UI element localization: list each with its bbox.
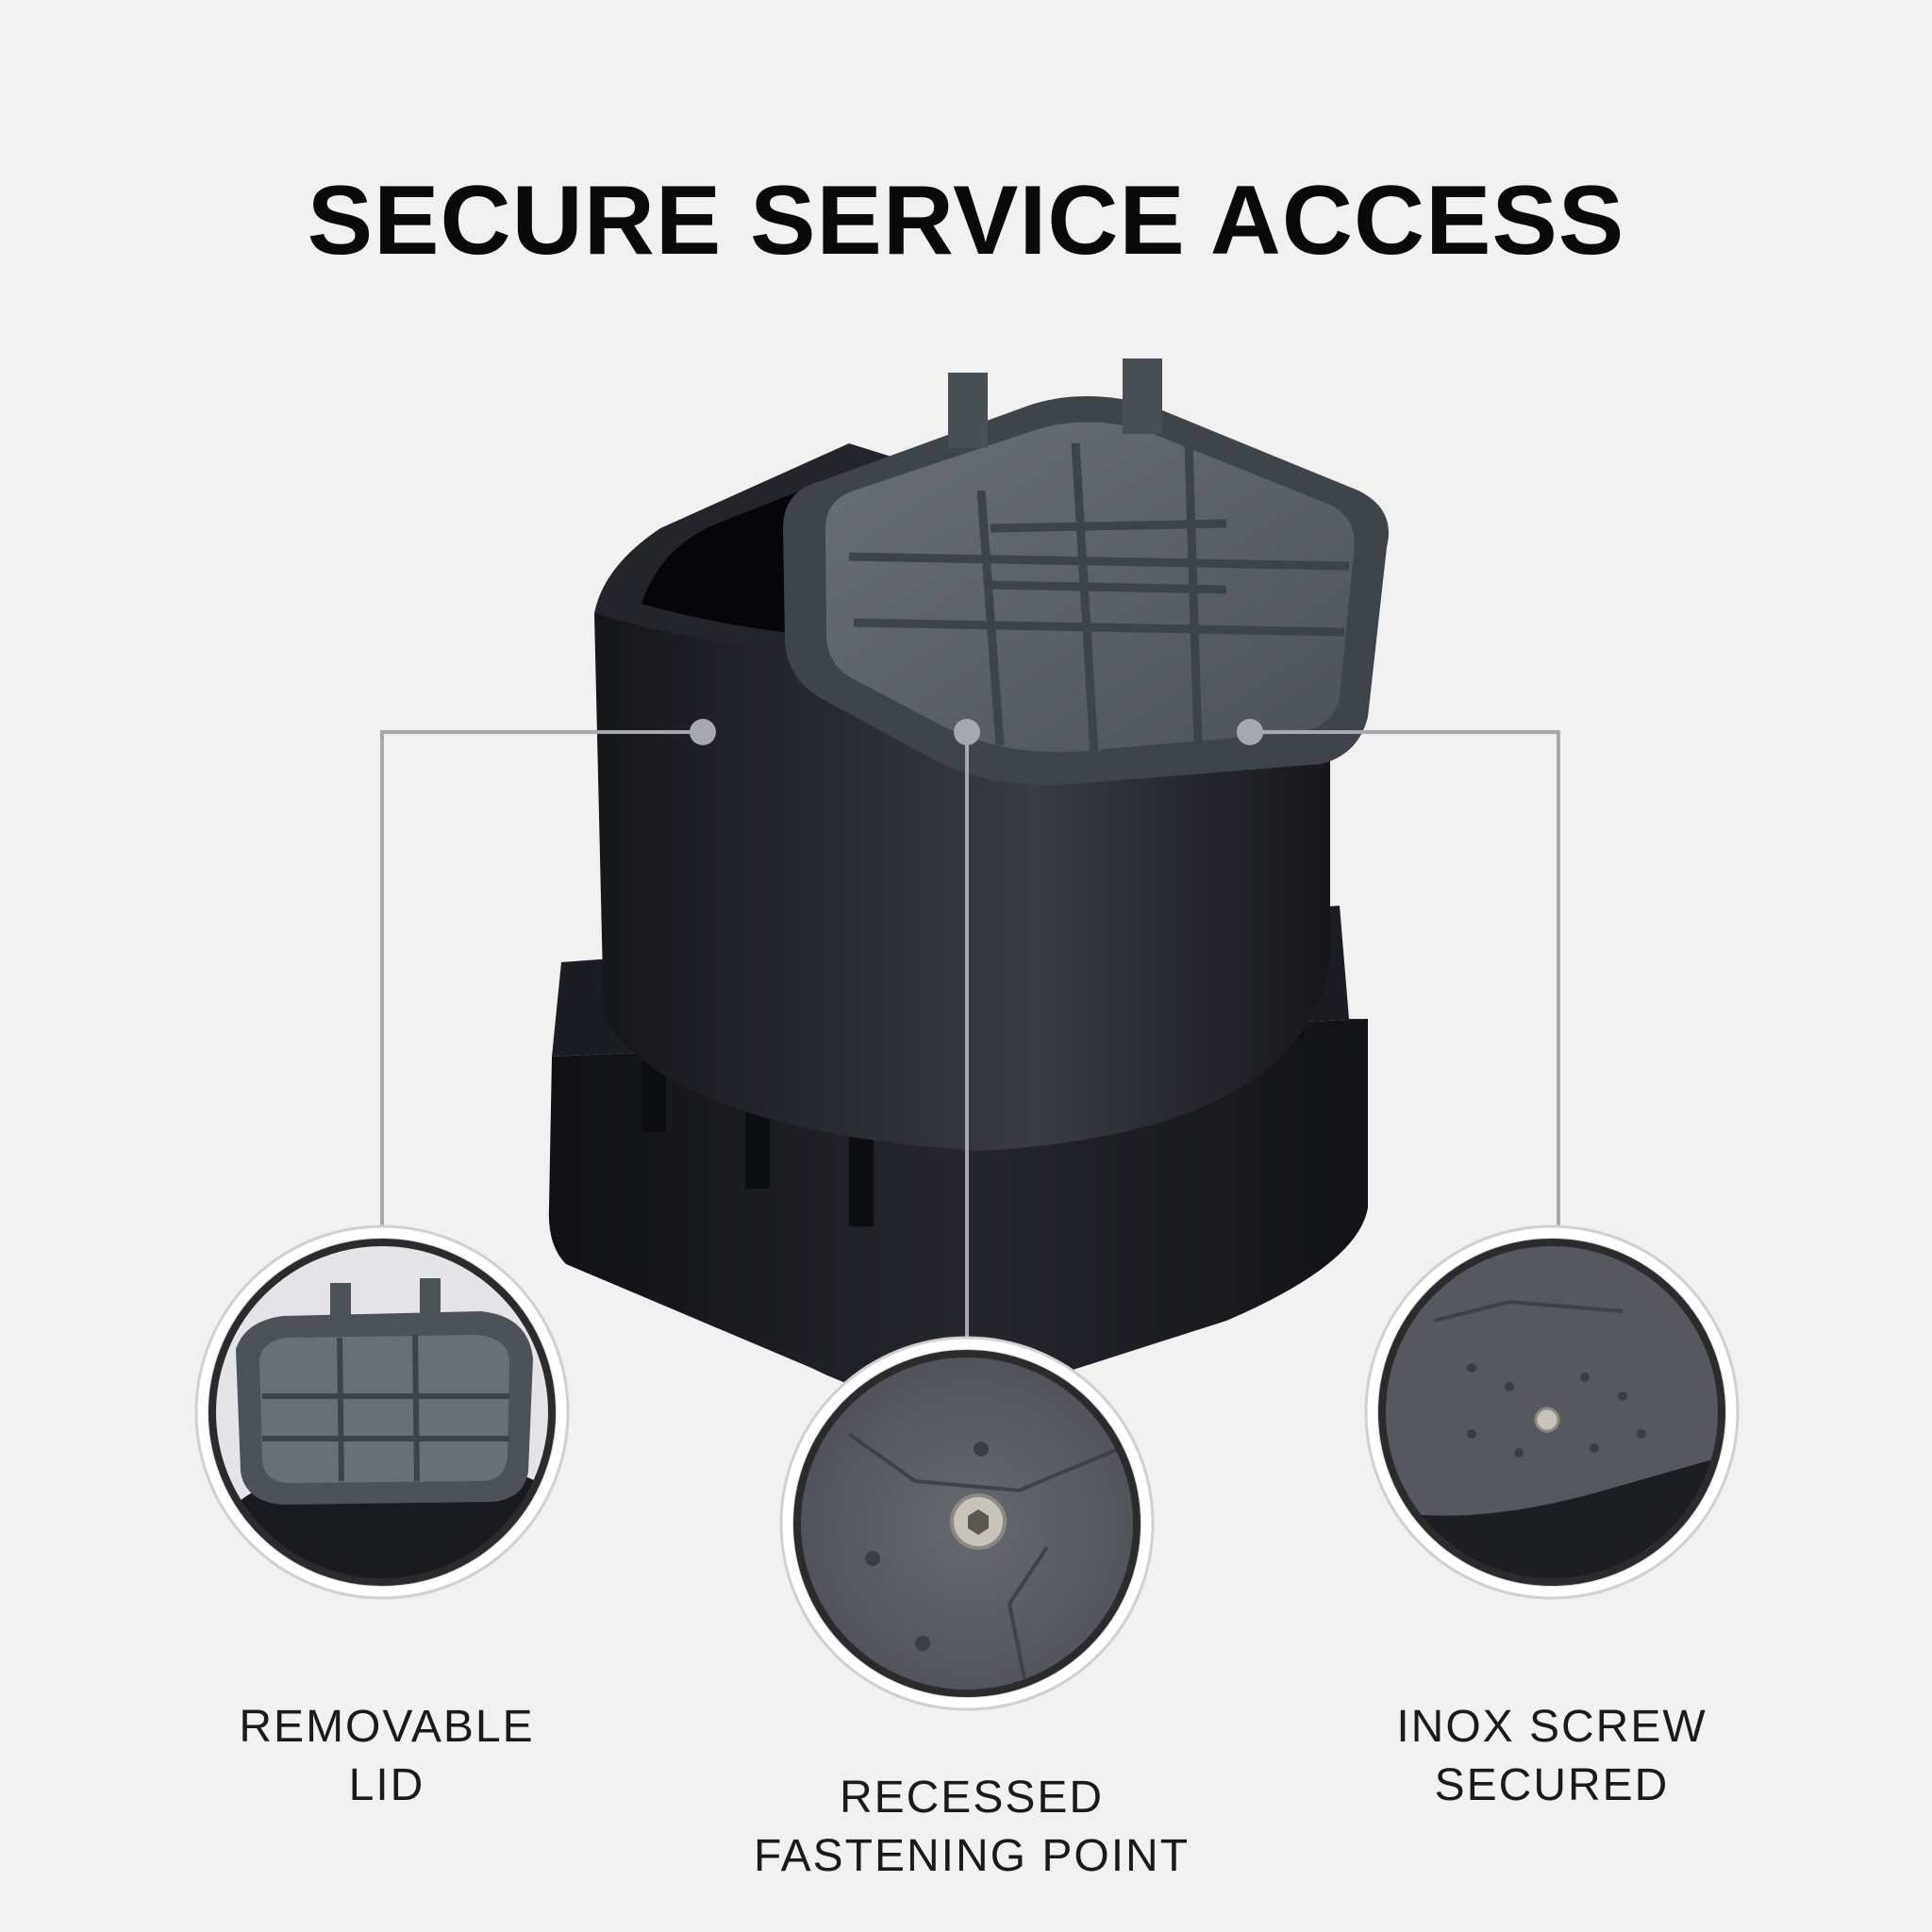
removable-lid (783, 358, 1389, 785)
zoom-fastening-point (779, 1336, 1155, 1711)
page-title: SECURE SERVICE ACCESS (307, 166, 1625, 275)
inox-screw-icon (1534, 1407, 1560, 1433)
caption-line: RECESSED (839, 1773, 1105, 1823)
callout-dot-fastening (954, 719, 980, 745)
caption-fastening-point: RECESSED FASTENING POINT (689, 1769, 1255, 1886)
caption-removable-lid: REMOVABLE LID (189, 1698, 585, 1815)
zoom-removable-lid (194, 1224, 570, 1600)
callout-dot-screw (1237, 719, 1263, 745)
caption-line: INOX SCREW (1396, 1702, 1707, 1752)
caption-line: FASTENING POINT (753, 1831, 1191, 1881)
caption-line: REMOVABLE (239, 1702, 535, 1752)
zoom-inox-screw (1364, 1224, 1740, 1600)
callout-lines (380, 730, 1560, 1354)
caption-line: LID (348, 1760, 425, 1810)
caption-line: SECURED (1434, 1760, 1670, 1810)
callout-dots (690, 719, 1263, 745)
caption-inox-screw: INOX SCREW SECURED (1340, 1698, 1764, 1815)
callout-dot-lid (690, 719, 716, 745)
